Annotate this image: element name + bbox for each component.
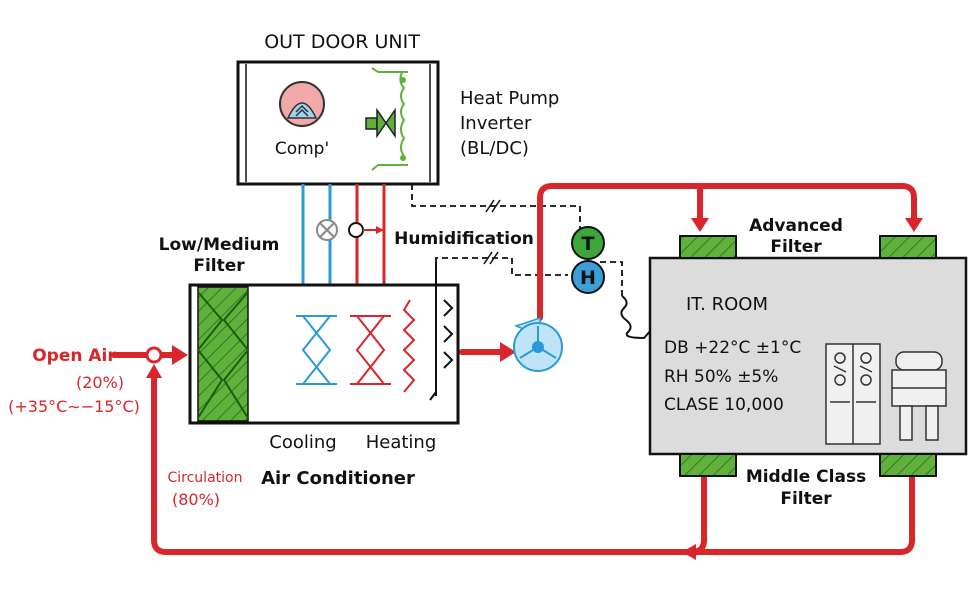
circulation-label: Circulation [168,470,243,486]
heat-pump-line3: (BL/DC) [460,138,529,159]
robot-unit-icon [891,351,947,441]
check-valve-icon [348,222,384,238]
temp-range: (+35°C∼−15°C) [8,397,140,416]
outdoor-unit-title: OUT DOOR UNIT [264,31,420,53]
advanced-filters [679,235,937,259]
cooling-coil-icon [296,315,337,385]
humidifier-icon [429,262,454,401]
open-air-label: Open Air [32,346,116,366]
advanced-filter-line1: Advanced [749,216,843,236]
filter-label-line1: Low/Medium [159,235,280,255]
middle-class-filters [679,453,937,477]
circulation-percent: (80%) [172,490,220,509]
air-duct [111,183,917,555]
cooling-label: Cooling [269,432,336,453]
server-rack-icon [825,343,881,445]
fan-icon [513,316,563,372]
humidity-sensor-icon: H [571,260,605,294]
comp-label: Comp' [275,139,329,159]
middle-filter-line2: Filter [780,489,832,509]
open-air-percent: (20%) [76,373,124,392]
class-spec: CLASE 10,000 [664,395,784,415]
heat-pump-line2: Inverter [460,113,532,134]
wire-marks [483,199,501,265]
advanced-filter-line2: Filter [770,237,822,257]
h-sensor-label: H [580,267,596,289]
middle-filter-line1: Middle Class [746,467,866,487]
mixing-junction-icon [145,346,163,364]
t-sensor-label: T [582,233,595,255]
heat-pump-line1: Heat Pump [460,88,559,109]
rh-spec: RH 50% ±5% [664,367,778,387]
flow-arrows [146,218,923,560]
heating-coil-icon [350,299,416,393]
compressor-icon [279,81,325,127]
filter-label-line2: Filter [193,256,245,276]
it-room-title: IT. ROOM [686,294,768,315]
humidification-label: Humidification [394,229,534,249]
sensor-cable [620,295,661,340]
valve-icon [316,219,338,241]
low-medium-filter [197,286,249,422]
heating-label: Heating [366,432,437,453]
outdoor-coil-icon [371,67,408,171]
temperature-sensor-icon: T [571,226,605,260]
expansion-valve-icon [365,107,396,139]
db-spec: DB +22°C ±1°C [664,338,801,358]
air-conditioner-title: Air Conditioner [261,468,415,489]
